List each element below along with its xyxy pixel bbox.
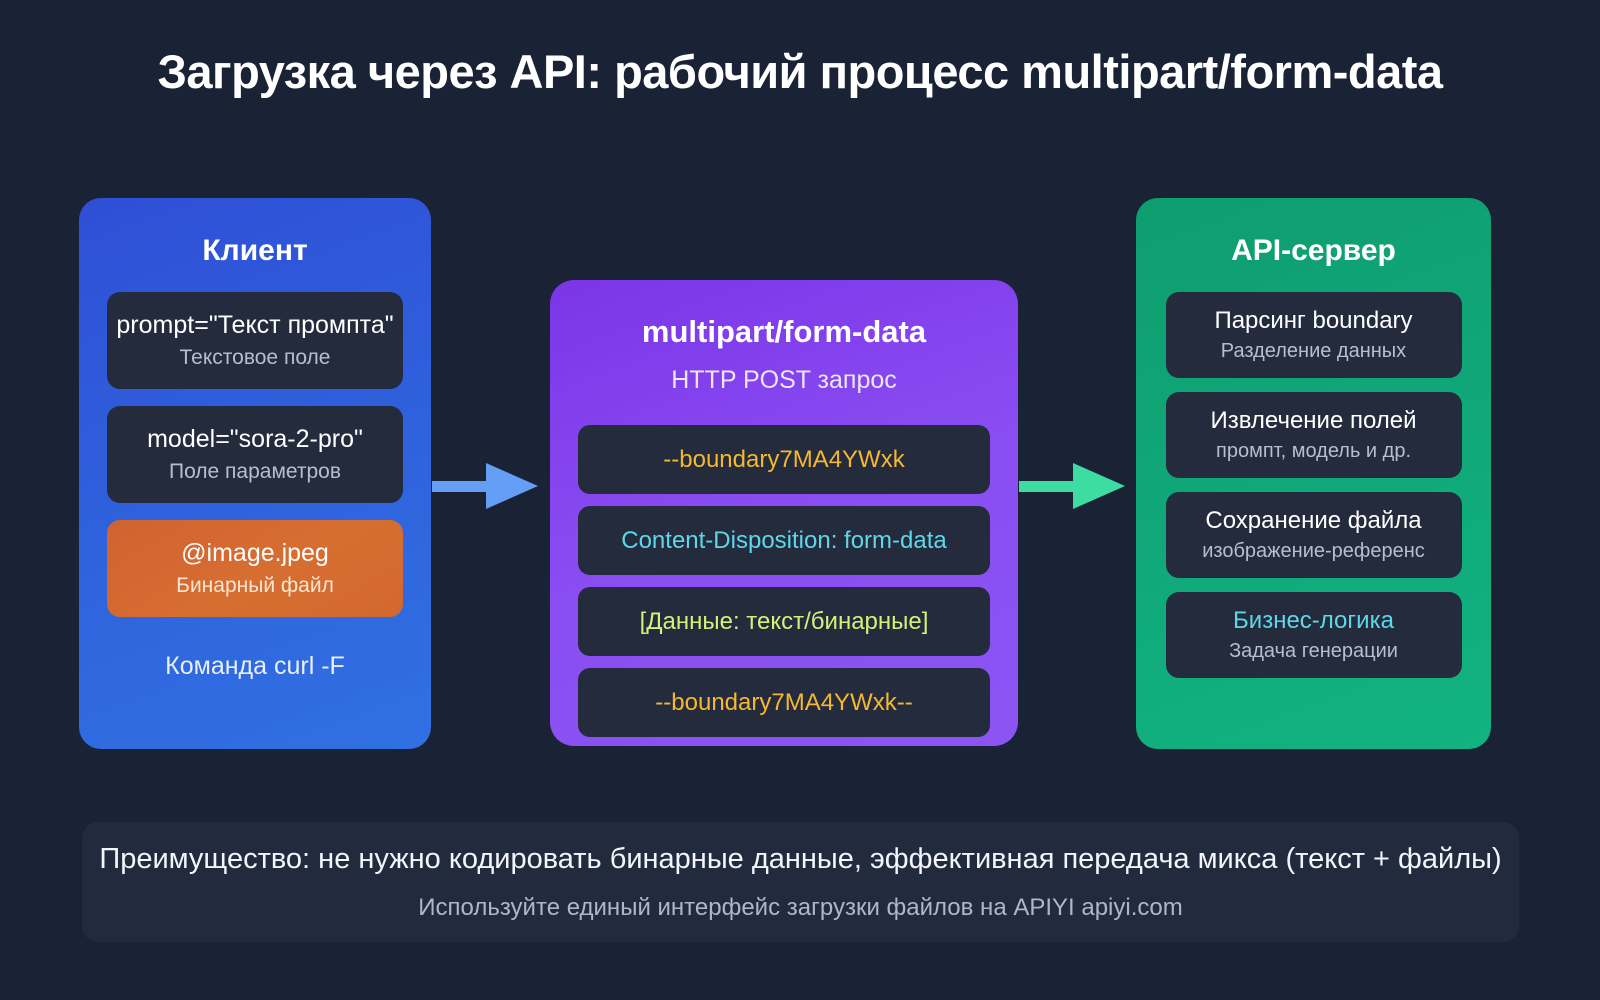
arrow-shaft — [432, 480, 486, 492]
footer-note-panel: Преимущество: не нужно кодировать бинарн… — [82, 822, 1519, 942]
server-step-business-logic: Бизнес-логика Задача генерации — [1165, 592, 1462, 678]
server-panel: API-сервер Парсинг boundary Разделение д… — [1136, 198, 1491, 749]
client-field-prompt-label: Текстовое поле — [179, 346, 331, 370]
packet-row-list: --boundary7MA4YWxk Content-Disposition: … — [578, 425, 990, 737]
arrow-shaft — [1019, 480, 1073, 492]
client-field-model-label: Поле параметров — [168, 460, 342, 484]
server-panel-title: API-сервер — [1231, 234, 1396, 267]
client-field-model: model="sora-2-pro" Поле параметров — [107, 406, 403, 503]
page-title: Загрузка через API: рабочий процесс mult… — [157, 45, 1443, 98]
arrow-head — [486, 463, 538, 509]
client-field-prompt: prompt="Текст промпта" Текстовое поле — [107, 292, 403, 389]
arrow-head — [1073, 463, 1125, 509]
server-step-extract-fields: Извлечение полей промпт, модель и др. — [1165, 392, 1462, 478]
server-step-extract-fields-title: Извлечение полей — [1210, 407, 1417, 435]
client-field-model-value: model="sora-2-pro" — [147, 424, 363, 453]
server-step-business-logic-desc: Задача генерации — [1229, 639, 1398, 662]
server-step-list: Парсинг boundary Разделение данных Извле… — [1165, 292, 1462, 678]
diagram-stage: Клиент prompt="Текст промпта" Текстовое … — [0, 180, 1600, 770]
arrow-right-icon-client-to-packet — [432, 463, 538, 509]
server-step-parse-boundary-title: Парсинг boundary — [1214, 307, 1413, 335]
packet-row-payload: [Данные: текст/бинарные] — [578, 587, 990, 656]
server-step-extract-fields-desc: промпт, модель и др. — [1216, 439, 1411, 462]
server-step-save-file-title: Сохранение файла — [1205, 507, 1422, 535]
client-field-image-value: @image.jpeg — [181, 538, 329, 567]
packet-row-content-disposition: Content-Disposition: form-data — [578, 506, 990, 575]
client-field-prompt-value: prompt="Текст промпта" — [116, 310, 394, 339]
server-step-parse-boundary-desc: Разделение данных — [1220, 339, 1407, 362]
server-step-save-file: Сохранение файла изображение-референс — [1165, 492, 1462, 578]
packet-panel-title: multipart/form-data — [641, 314, 927, 349]
client-command-note: Команда curl -F — [165, 652, 345, 680]
footer-service-text: Используйте единый интерфейс загрузки фа… — [418, 893, 1183, 921]
packet-row-boundary-open: --boundary7MA4YWxk — [578, 425, 990, 494]
server-step-save-file-desc: изображение-референс — [1202, 539, 1425, 562]
client-panel-title: Клиент — [202, 234, 308, 267]
server-step-parse-boundary: Парсинг boundary Разделение данных — [1165, 292, 1462, 378]
client-panel: Клиент prompt="Текст промпта" Текстовое … — [79, 198, 431, 749]
footer-advantage-text: Преимущество: не нужно кодировать бинарн… — [99, 842, 1502, 875]
packet-panel-subtitle: HTTP POST запрос — [671, 366, 897, 394]
client-field-image: @image.jpeg Бинарный файл — [107, 520, 403, 617]
client-field-image-label: Бинарный файл — [176, 574, 334, 598]
packet-row-boundary-close: --boundary7MA4YWxk-- — [578, 668, 990, 737]
packet-panel: multipart/form-data HTTP POST запрос --b… — [550, 280, 1018, 746]
server-step-business-logic-title: Бизнес-логика — [1233, 607, 1394, 635]
client-field-list: prompt="Текст промпта" Текстовое поле mo… — [107, 292, 403, 617]
arrow-right-icon-packet-to-server — [1019, 463, 1125, 509]
